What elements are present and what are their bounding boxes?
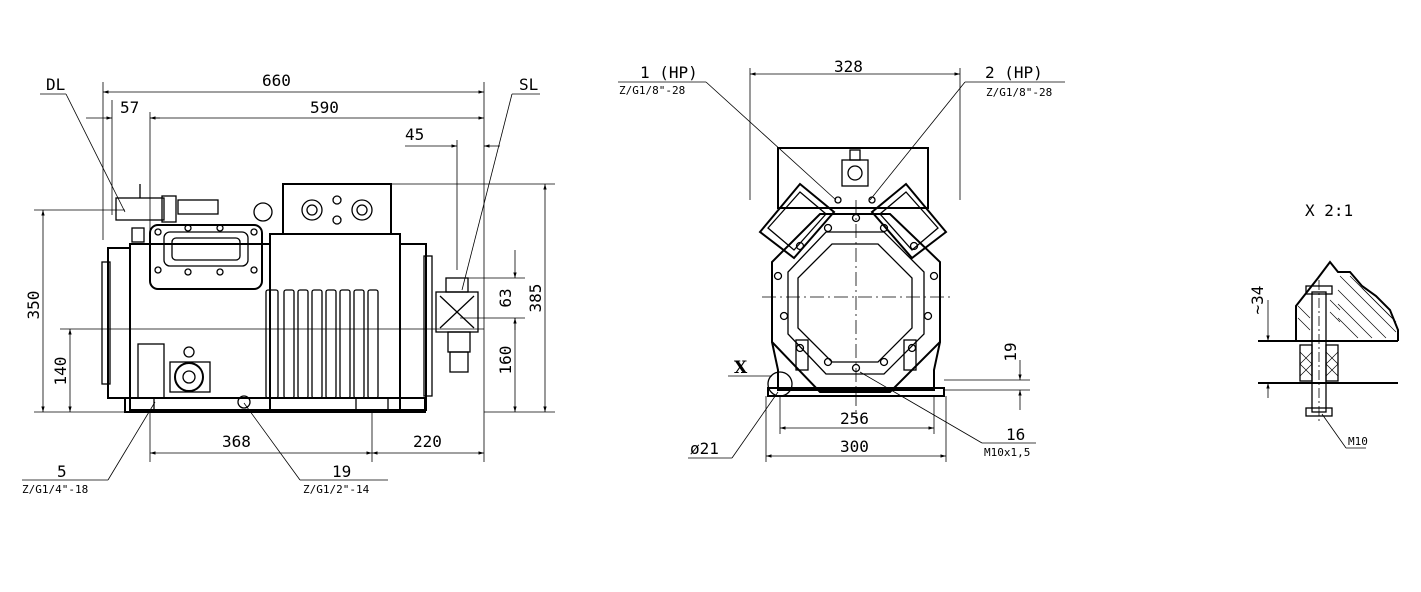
callout-1hp-number: 1 (HP) (640, 63, 698, 82)
callout-1hp-thread: Z/G1/8"-28 (619, 84, 685, 97)
callout-2hp-thread: Z/G1/8"-28 (986, 86, 1052, 99)
front-view: 1 (HP) Z/G1/8"-28 2 (HP) Z/G1/8"-28 328 (618, 57, 1065, 462)
callout-5-number: 5 (57, 462, 67, 481)
detail-view-x: X 2:1 ~34 (1248, 201, 1399, 449)
dim-328: 328 (834, 57, 863, 76)
callout-5-thread: Z/G1/4"-18 (22, 483, 88, 496)
label-dl: DL (46, 75, 65, 94)
dim-350: 350 (24, 291, 43, 320)
dim-19: 19 (1001, 342, 1020, 361)
dim-140: 140 (51, 357, 70, 386)
dim-45: 45 (405, 125, 424, 144)
dim-368: 368 (222, 432, 251, 451)
dim-660: 660 (262, 71, 291, 90)
dim-approx-34: ~34 (1248, 286, 1267, 315)
dim-256: 256 (840, 409, 869, 428)
compressor-side-body (101, 183, 479, 413)
dim-63: 63 (496, 288, 515, 307)
label-sl: SL (519, 75, 538, 94)
dim-57: 57 (120, 98, 139, 117)
callout-2hp-number: 2 (HP) (985, 63, 1043, 82)
dim-hole-diameter: ø21 (690, 439, 719, 458)
dim-300: 300 (840, 437, 869, 456)
dim-220: 220 (413, 432, 442, 451)
cooling-fins (265, 289, 379, 399)
detail-title: X 2:1 (1305, 201, 1353, 220)
side-view: DL SL 660 590 57 45 385 3 (22, 71, 555, 496)
compressor-front-body (758, 147, 952, 420)
callout-16-thread: M10x1,5 (984, 446, 1030, 459)
callout-19-thread: Z/G1/2"-14 (303, 483, 370, 496)
detail-bolt-label: M10 (1348, 435, 1368, 448)
dim-160: 160 (496, 346, 515, 375)
dim-590: 590 (310, 98, 339, 117)
callout-19-number: 19 (332, 462, 351, 481)
marker-x: X (734, 358, 748, 378)
dim-385: 385 (526, 284, 545, 313)
callout-16-number: 16 (1006, 425, 1025, 444)
